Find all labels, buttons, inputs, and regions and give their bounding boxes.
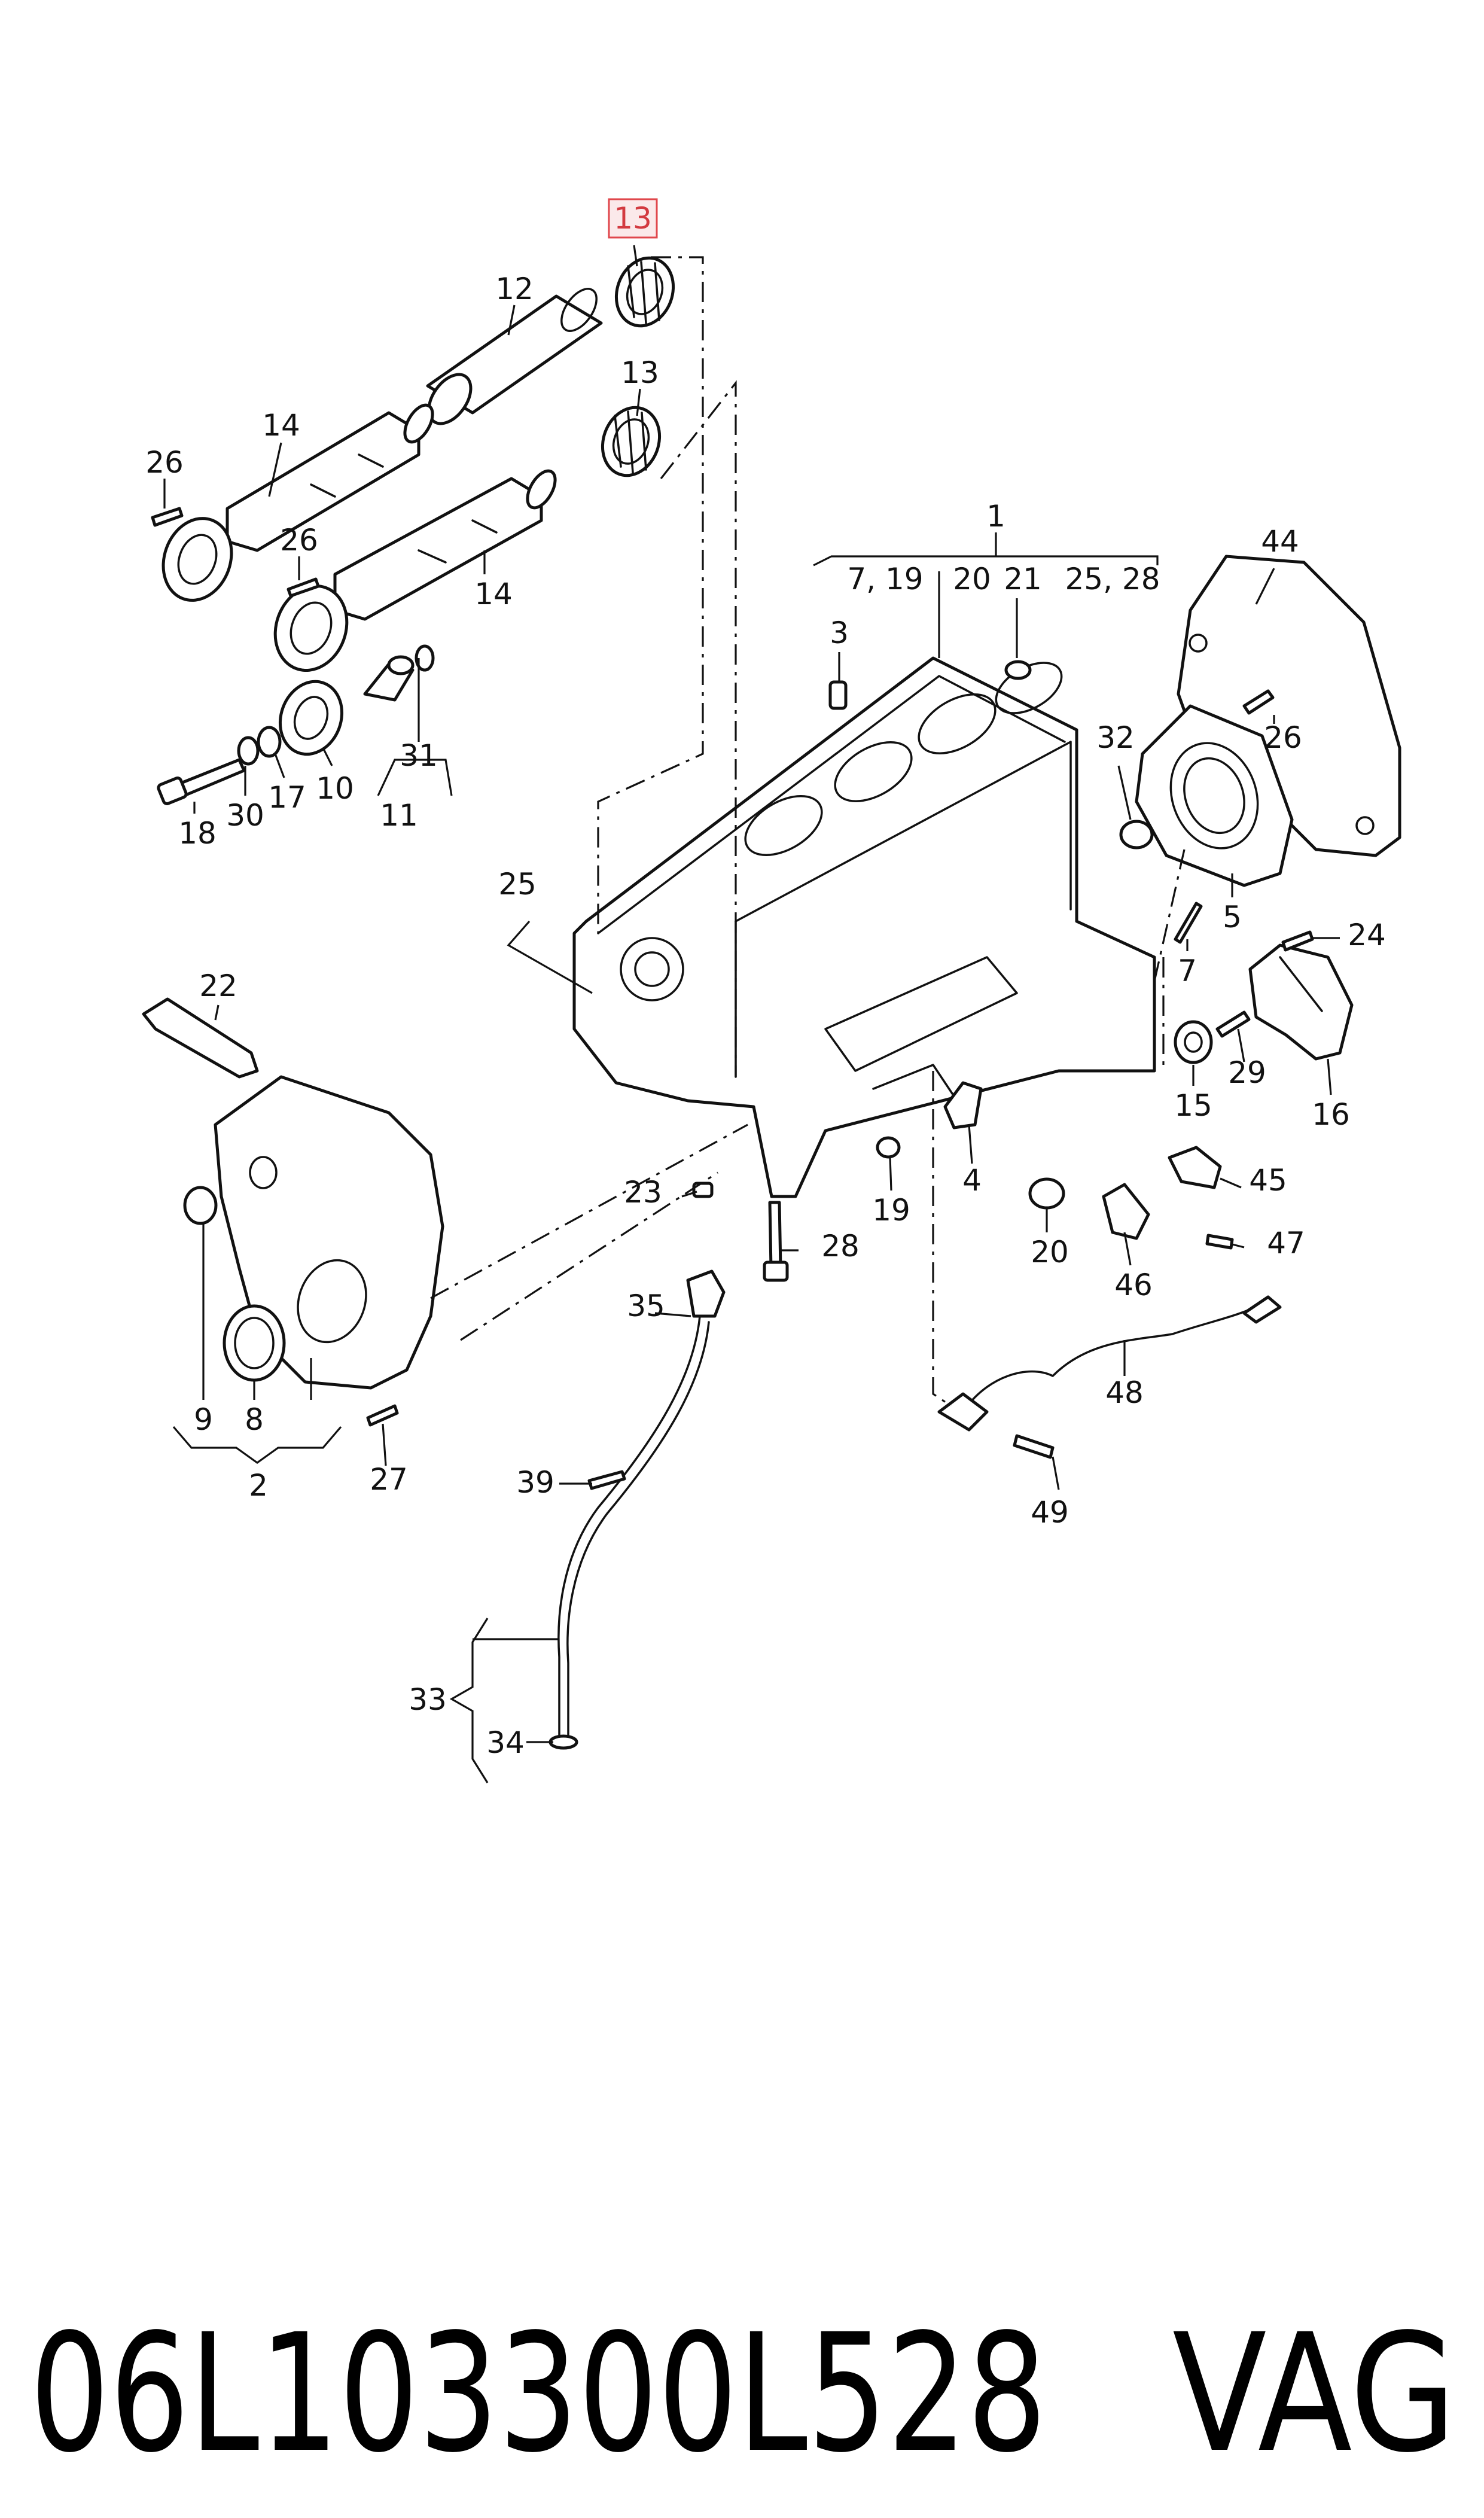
needle-bearing-13-lower[interactable] — [593, 400, 669, 483]
balance-shaft-14-upper[interactable] — [152, 401, 438, 610]
callout-46[interactable]: 46 — [1114, 1268, 1153, 1302]
dipstick-handle-35[interactable] — [686, 1269, 726, 1318]
callout-25[interactable]: 25 — [498, 867, 537, 902]
callout-1[interactable]: 1 — [986, 499, 1005, 534]
seal-32[interactable] — [1119, 820, 1154, 850]
brand-text: VAG — [1172, 2300, 1456, 2489]
callout-35[interactable]: 35 — [627, 1289, 665, 1323]
bolt-26-b[interactable] — [287, 577, 320, 598]
bolt-29[interactable] — [1215, 1010, 1251, 1038]
callout-group-7-19[interactable]: 7, 19 — [847, 562, 923, 596]
callout-48[interactable]: 48 — [1105, 1375, 1144, 1410]
sealing-compound-22[interactable] — [142, 997, 259, 1079]
callout-14-lower[interactable]: 14 — [474, 577, 513, 611]
callout-44[interactable]: 44 — [1261, 524, 1299, 559]
dowel-sleeve-3[interactable] — [828, 680, 848, 710]
callout-28[interactable]: 28 — [821, 1229, 860, 1263]
callout-5[interactable]: 5 — [1223, 900, 1242, 934]
plug-21[interactable] — [1004, 660, 1032, 680]
needle-bearing-13-upper[interactable] — [607, 250, 682, 334]
bolt-24[interactable] — [1281, 930, 1314, 952]
callout-12[interactable]: 12 — [495, 272, 534, 306]
bolt-47[interactable] — [1205, 1234, 1234, 1250]
callout-group-20[interactable]: 20 — [953, 562, 991, 596]
callout-16[interactable]: 16 — [1312, 1097, 1350, 1132]
callout-30[interactable]: 30 — [226, 798, 264, 833]
callout-13[interactable]: 13 — [621, 355, 659, 390]
callout-15[interactable]: 15 — [1174, 1088, 1212, 1123]
callout-47[interactable]: 47 — [1267, 1226, 1305, 1260]
bearing-pin-11[interactable] — [363, 655, 415, 702]
dipstick-guide-33[interactable] — [557, 1315, 710, 1736]
plug-20[interactable] — [1028, 1177, 1065, 1210]
callout-4[interactable]: 4 — [962, 1163, 982, 1198]
seal-34[interactable] — [548, 1734, 578, 1750]
plug-19[interactable] — [876, 1136, 901, 1159]
bearing-sleeve-12[interactable] — [420, 283, 604, 431]
callout-19[interactable]: 19 — [872, 1193, 910, 1228]
callout-18[interactable]: 18 — [178, 816, 217, 851]
callout-26-b[interactable]: 26 — [280, 523, 318, 558]
bolt-26-a[interactable] — [151, 507, 184, 527]
callout-34[interactable]: 34 — [486, 1725, 525, 1760]
part-number-text: 06L103300L528 — [30, 2300, 1047, 2489]
intermediate-gear-10[interactable] — [270, 673, 352, 763]
callout-10[interactable]: 10 — [316, 771, 354, 806]
callout-31[interactable]: 31 — [400, 738, 438, 773]
dowel-7[interactable] — [1174, 902, 1203, 944]
cover-2[interactable] — [214, 1075, 444, 1390]
callout-26-c[interactable]: 26 — [1264, 720, 1302, 755]
callout-32[interactable]: 32 — [1096, 720, 1135, 755]
callout-2[interactable]: 2 — [249, 1468, 268, 1503]
thrust-washer-17[interactable] — [257, 726, 282, 758]
balance-shaft-14-lower[interactable] — [264, 467, 561, 681]
sensor-46[interactable] — [1102, 1183, 1150, 1240]
callout-11[interactable]: 11 — [380, 798, 418, 833]
bolt-49[interactable] — [1013, 1434, 1055, 1459]
callout-33[interactable]: 33 — [409, 1682, 447, 1717]
bolt-18[interactable] — [157, 758, 246, 805]
seal-9[interactable] — [183, 1186, 218, 1225]
plug-23[interactable] — [692, 1182, 714, 1198]
callout-22[interactable]: 22 — [199, 969, 237, 1003]
callout-14-upper[interactable]: 14 — [262, 408, 300, 443]
callout-23[interactable]: 23 — [624, 1175, 662, 1210]
callout-13-highlighted[interactable]: 13 — [614, 201, 652, 236]
exploded-parts-diagram: 13 12 13 14 26 26 14 1 7, 19 20 21 25, 2… — [142, 198, 1401, 1783]
washer-30[interactable] — [237, 736, 260, 766]
callout-17[interactable]: 17 — [268, 780, 306, 815]
part-number-footer: 06L103300L528 VAG — [30, 2300, 1456, 2489]
bolt-39[interactable] — [587, 1470, 626, 1490]
highlighted-callout-box — [608, 198, 658, 239]
callout-24[interactable]: 24 — [1348, 918, 1386, 952]
gear-15[interactable] — [1174, 1020, 1213, 1064]
callout-3[interactable]: 3 — [830, 616, 849, 650]
sender-45[interactable] — [1168, 1146, 1222, 1189]
callout-group-25-28[interactable]: 25, 28 — [1065, 562, 1160, 596]
callout-39[interactable]: 39 — [516, 1465, 554, 1500]
callout-20[interactable]: 20 — [1031, 1235, 1069, 1269]
callout-27[interactable]: 27 — [370, 1462, 408, 1497]
o-ring-31[interactable] — [415, 644, 435, 672]
sensor-4[interactable] — [943, 1081, 983, 1129]
bolt-28[interactable] — [763, 1201, 789, 1282]
bolt-27[interactable] — [366, 1404, 399, 1427]
callout-9[interactable]: 9 — [194, 1402, 213, 1437]
cylinder-block-1[interactable] — [572, 653, 1156, 1198]
bracket-16[interactable] — [1248, 943, 1354, 1061]
callout-8[interactable]: 8 — [245, 1402, 264, 1437]
bolt-26-c[interactable] — [1242, 689, 1275, 715]
seal-8[interactable] — [223, 1304, 286, 1382]
callout-group-21[interactable]: 21 — [1004, 562, 1042, 596]
callout-29[interactable]: 29 — [1228, 1055, 1266, 1090]
wiring-48[interactable] — [937, 1295, 1282, 1432]
gear-upper — [161, 517, 233, 602]
callout-26-a[interactable]: 26 — [145, 445, 184, 480]
sealing-flange-5[interactable] — [1135, 704, 1294, 887]
callout-45[interactable]: 45 — [1249, 1163, 1287, 1198]
callout-7[interactable]: 7 — [1178, 954, 1197, 988]
callout-49[interactable]: 49 — [1031, 1495, 1069, 1530]
gear-lower — [273, 584, 349, 672]
